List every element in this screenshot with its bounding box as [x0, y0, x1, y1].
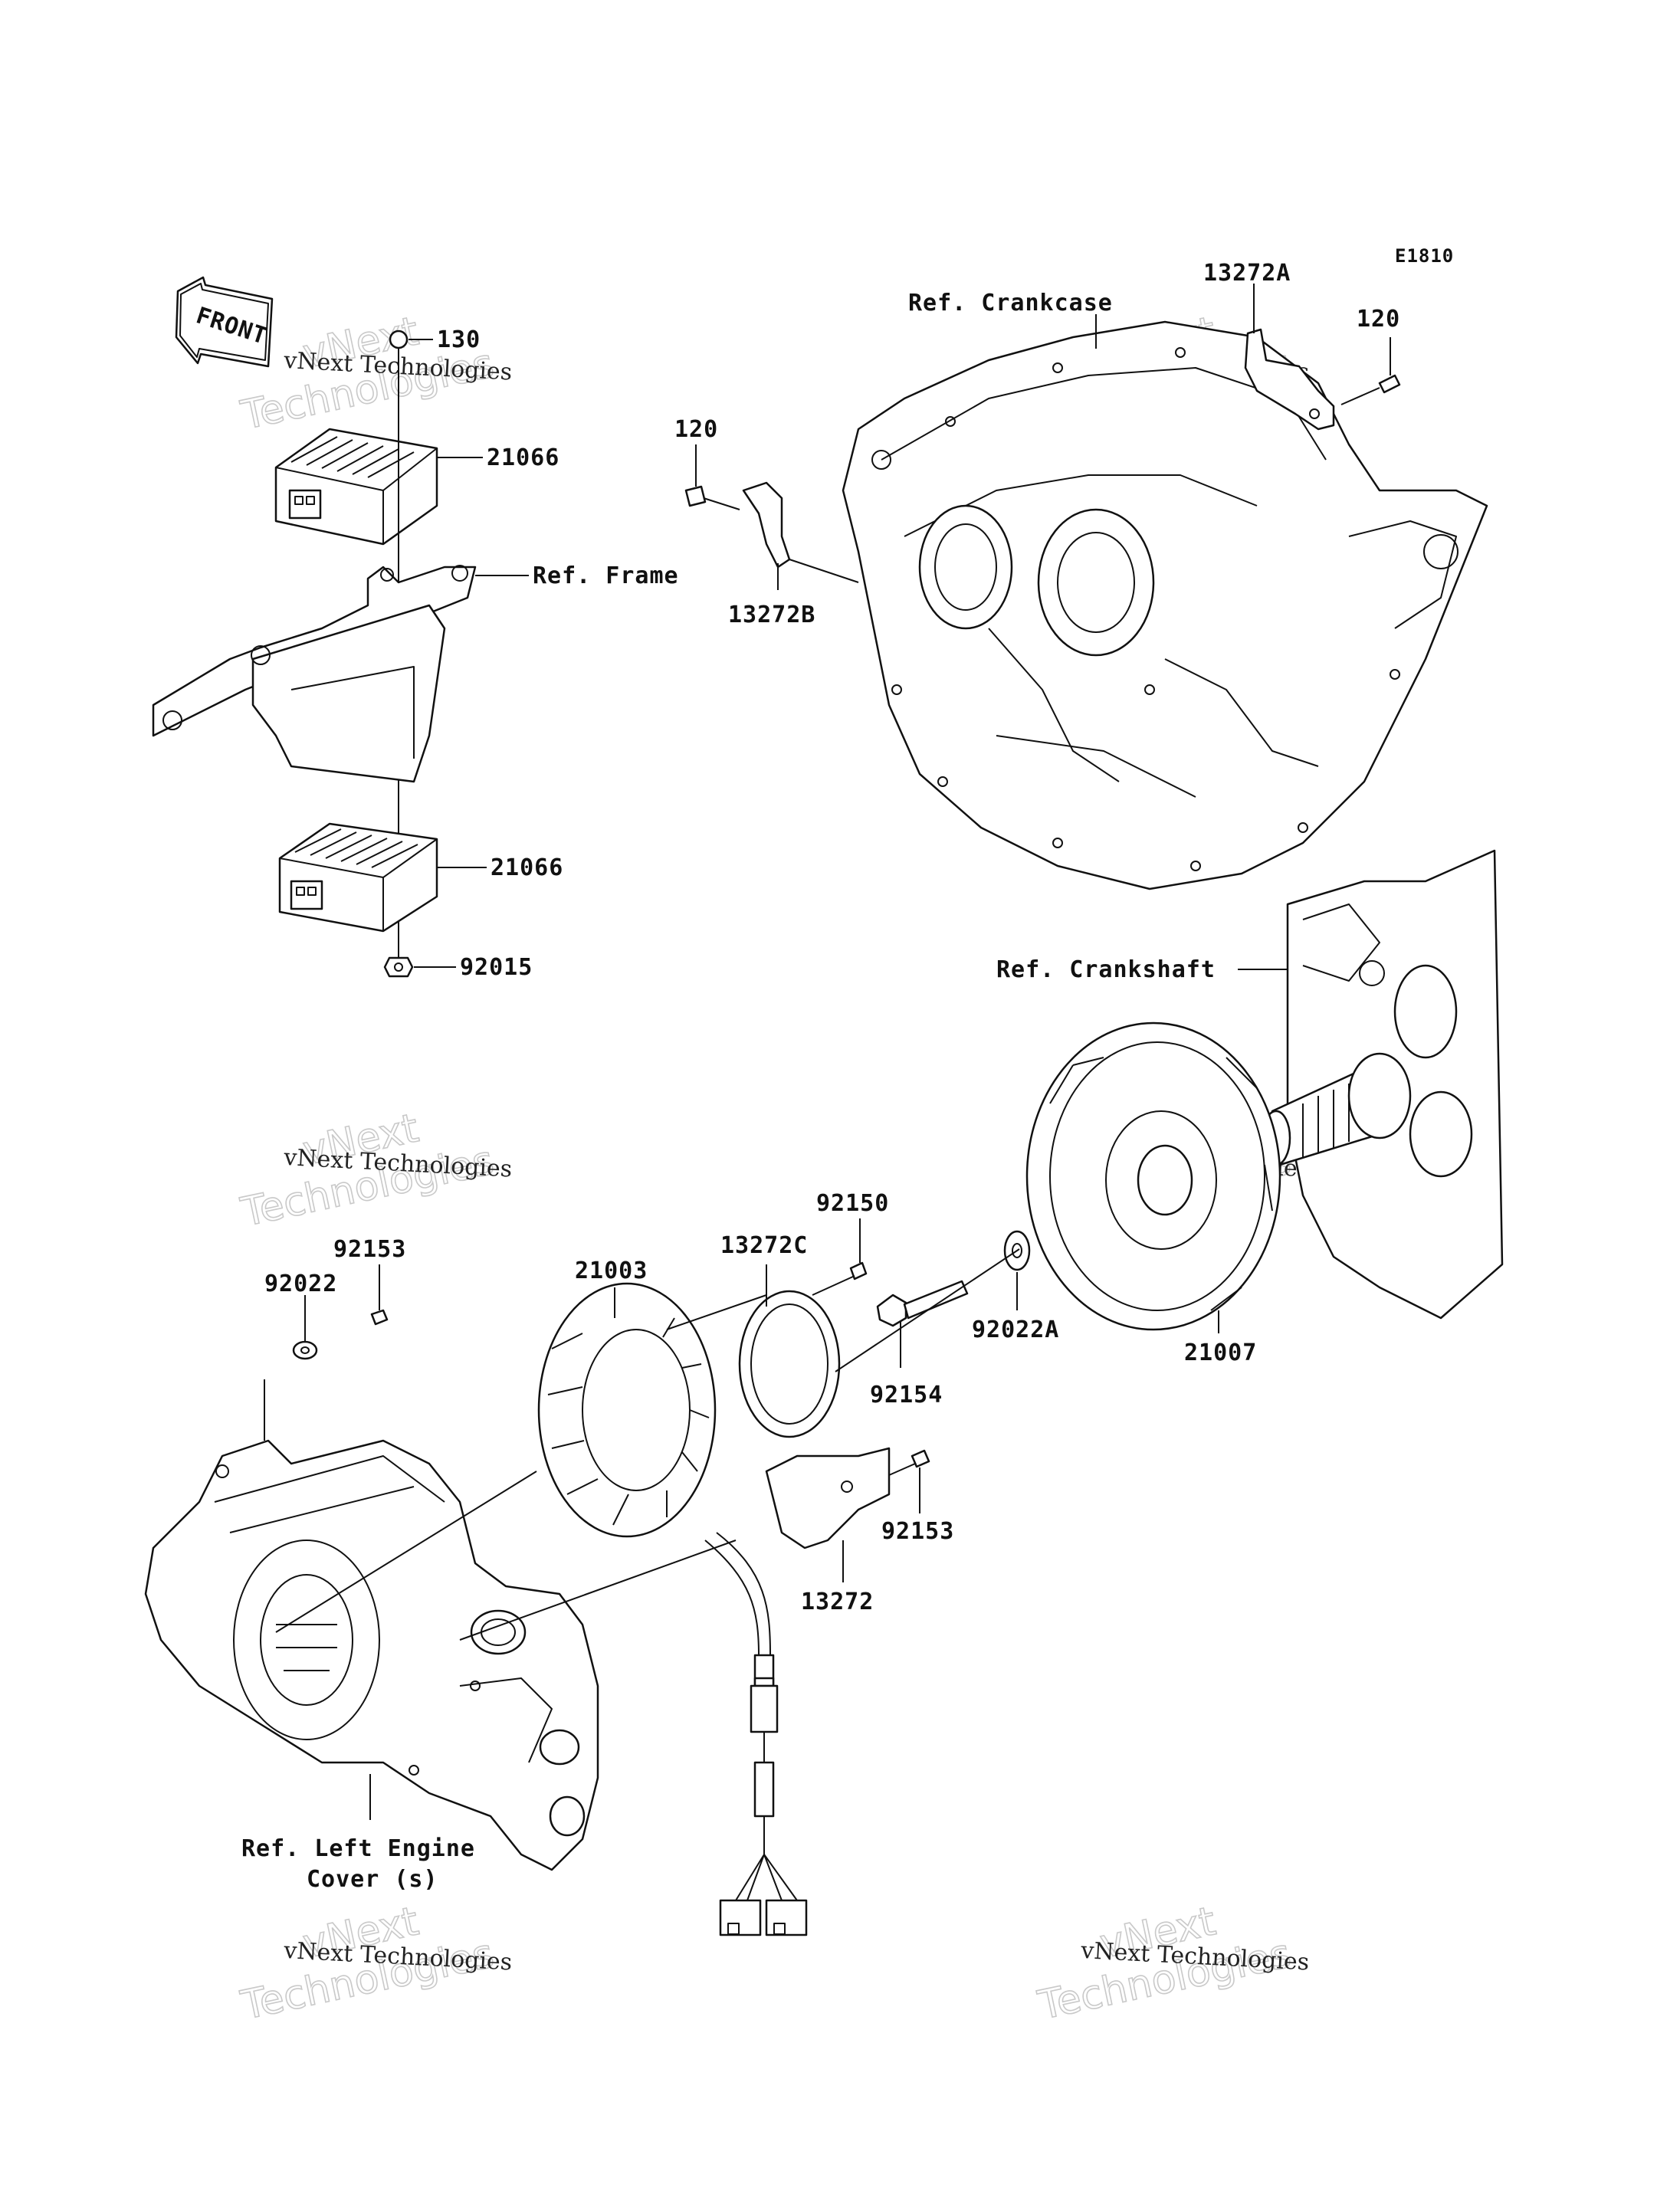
bracket-13272A	[1244, 328, 1335, 431]
bracket-13272B	[742, 481, 791, 569]
crankshaft	[1261, 849, 1504, 1320]
label-92015: 92015	[460, 954, 533, 981]
label-13272A: 13272A	[1203, 260, 1291, 287]
label-13272C: 13272C	[720, 1232, 808, 1259]
ref-left-engine-cover-line1: Ref. Left Engine	[241, 1835, 475, 1862]
bolt-92154	[876, 1280, 969, 1327]
label-21066-top: 21066	[487, 444, 559, 471]
diagram-code: E1810	[1395, 245, 1454, 267]
cover-plate-13272	[765, 1447, 891, 1549]
label-21003: 21003	[575, 1258, 648, 1284]
label-130: 130	[437, 326, 481, 353]
watermark-bottom-right: vNext Technologies vNext Technologies	[1033, 1898, 1310, 2030]
label-92153-left: 92153	[333, 1236, 406, 1263]
bolt-92150	[812, 1261, 868, 1296]
stator-21003	[537, 1282, 771, 1656]
regulator-top	[274, 428, 438, 546]
watermark-middle-left: vNext Technologies vNext Technologies	[236, 1105, 513, 1237]
ref-left-engine-cover-line2: Cover (s)	[307, 1866, 438, 1893]
ref-crankshaft: Ref. Crankshaft	[996, 956, 1216, 983]
frame-bracket	[152, 565, 477, 783]
watermark-bottom-left: vNext Technologies vNext Technologies	[236, 1898, 513, 2030]
crankcase	[842, 320, 1488, 890]
ref-crankcase: Ref. Crankcase	[908, 290, 1113, 316]
label-120-left: 120	[674, 416, 718, 443]
label-92153-right: 92153	[881, 1518, 954, 1545]
ref-frame: Ref. Frame	[533, 562, 679, 589]
rotor-21007	[1025, 1021, 1281, 1331]
regulator-bottom	[278, 822, 438, 933]
label-92022: 92022	[264, 1271, 337, 1297]
gasket-13272C	[738, 1290, 841, 1438]
label-21066-bottom: 21066	[491, 854, 563, 881]
nut-92015	[383, 956, 414, 978]
label-21007: 21007	[1184, 1340, 1257, 1366]
washer-92022	[292, 1340, 318, 1360]
label-13272B: 13272B	[728, 602, 815, 628]
bolt-92153-left	[370, 1309, 389, 1326]
bolt-120-left	[684, 485, 740, 510]
label-92154: 92154	[870, 1382, 943, 1408]
label-92022A: 92022A	[972, 1317, 1059, 1343]
label-13272: 13272	[801, 1589, 874, 1615]
screw-130	[389, 330, 409, 383]
label-92150: 92150	[816, 1190, 889, 1217]
wire-harness	[719, 1654, 808, 1936]
bolt-120-right	[1340, 374, 1401, 405]
left-engine-cover	[144, 1439, 599, 1871]
label-120-right: 120	[1357, 306, 1400, 333]
bolt-92153-right	[888, 1449, 930, 1476]
front-arrow-icon: FRONT	[175, 276, 274, 368]
